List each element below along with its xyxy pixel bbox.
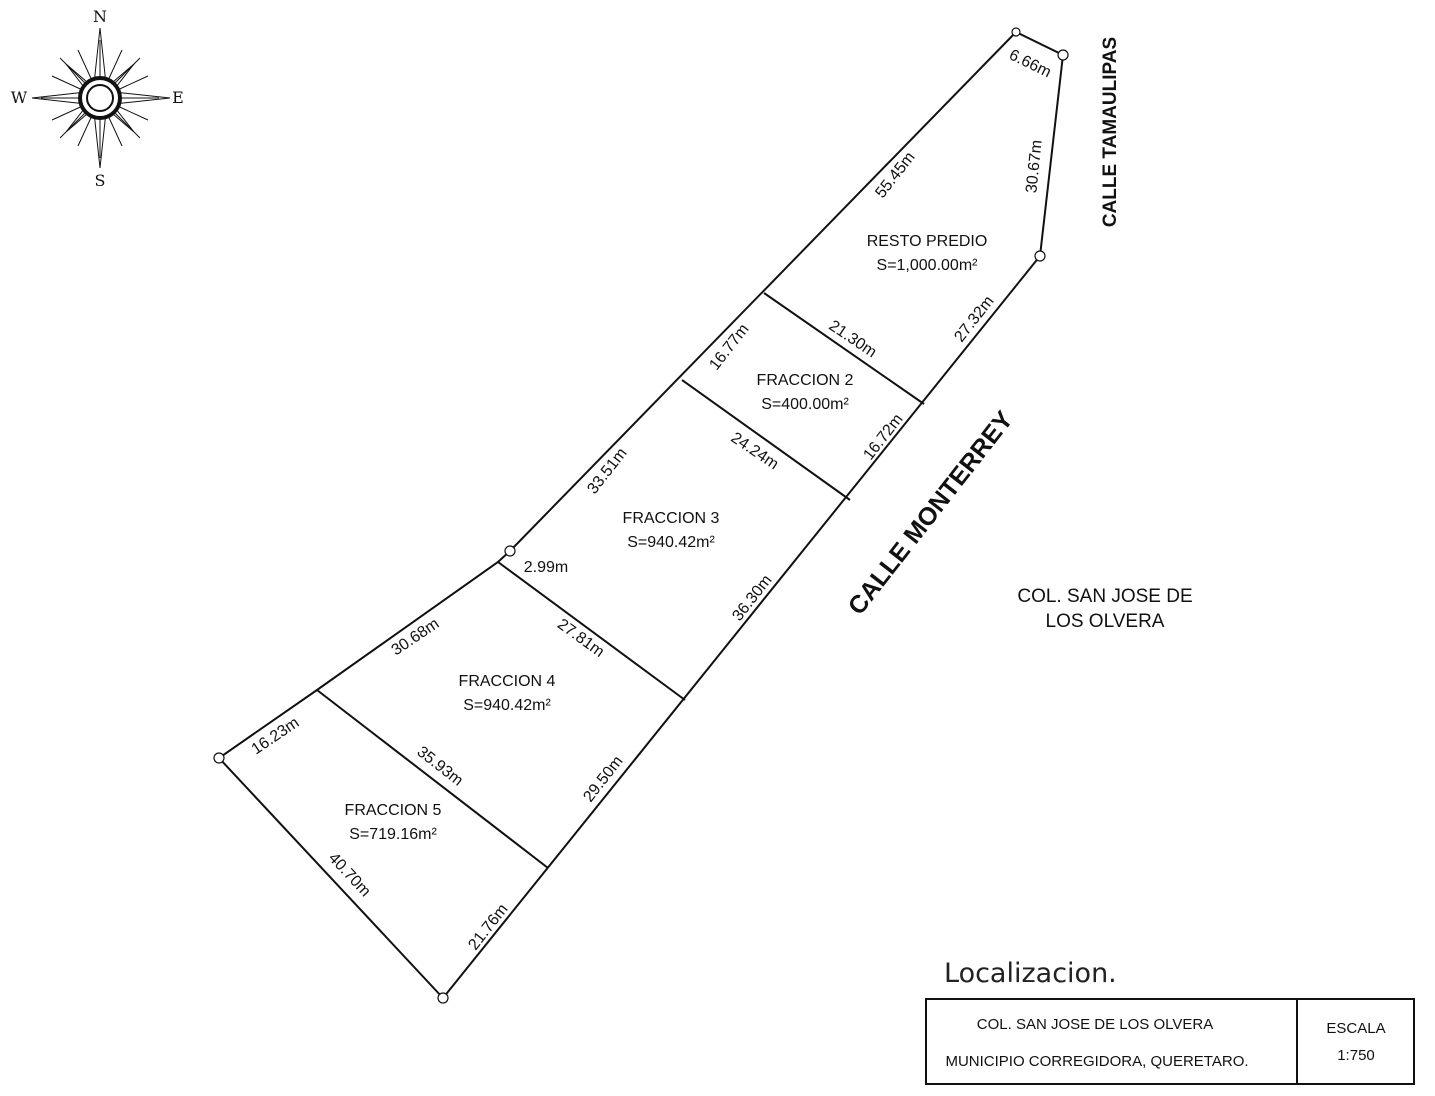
dim-16-72: 16.72m — [860, 411, 906, 464]
title-block-scale-value: 1:750 — [1337, 1047, 1375, 1064]
dim-2-99: 2.99m — [524, 559, 568, 576]
lot-f5-area: S=719.16m² — [349, 826, 437, 843]
divider-f4-f5 — [316, 689, 549, 869]
dim-24-24: 24.24m — [728, 429, 782, 473]
compass-south-label: S — [95, 171, 106, 190]
lot-f2-name: FRACCION 2 — [757, 372, 854, 389]
dim-33-51: 33.51m — [584, 445, 630, 498]
dim-6-66: 6.66m — [1006, 47, 1053, 82]
divider-f3-f4 — [497, 561, 686, 701]
compass-north-label: N — [93, 7, 107, 26]
colonia-label-line2: LOS OLVERA — [1046, 611, 1165, 632]
compass-rose-icon — [31, 27, 171, 169]
divider-resto-f2 — [763, 292, 925, 405]
dim-30-67: 30.67m — [1023, 139, 1045, 194]
title-block-municipio: MUNICIPIO CORREGIDORA, QUERETARO. — [945, 1053, 1248, 1070]
title-block-colonia: COL. SAN JOSE DE LOS OLVERA — [977, 1016, 1213, 1033]
lot-resto-area: S=1,000.00m² — [877, 257, 979, 274]
colonia-label-line1: COL. SAN JOSE DE — [1017, 586, 1192, 607]
compass-west-label: W — [11, 88, 28, 107]
dim-16-77: 16.77m — [706, 321, 752, 374]
dim-35-93: 35.93m — [414, 743, 467, 789]
title-block-frame — [925, 998, 1415, 1085]
street-label-monterrey: CALLE MONTERREY — [843, 406, 1019, 620]
lot-f3-area: S=940.42m² — [627, 534, 715, 551]
lot-f3-name: FRACCION 3 — [623, 510, 720, 527]
dim-40-70: 40.70m — [325, 850, 374, 901]
vertex-markers — [213, 27, 1069, 1004]
lot-f4-area: S=940.42m² — [463, 697, 551, 714]
dim-21-76: 21.76m — [465, 901, 511, 954]
dim-16-23: 16.23m — [249, 714, 303, 758]
lot-f5-name: FRACCION 5 — [345, 802, 442, 819]
lot-f4-name: FRACCION 4 — [459, 673, 556, 690]
title-block-heading: Localizacion. — [944, 958, 1117, 989]
lot-resto-name: RESTO PREDIO — [867, 233, 988, 250]
title-block-scale-label: ESCALA — [1326, 1020, 1385, 1037]
divider-f2-f3 — [681, 379, 851, 501]
dim-36-30: 36.30m — [729, 572, 775, 625]
compass-east-label: E — [172, 88, 184, 107]
dim-30-68: 30.68m — [389, 615, 443, 659]
street-label-tamaulipas: CALLE TAMAULIPAS — [1100, 37, 1121, 227]
lot-f2-area: S=400.00m² — [761, 396, 849, 413]
